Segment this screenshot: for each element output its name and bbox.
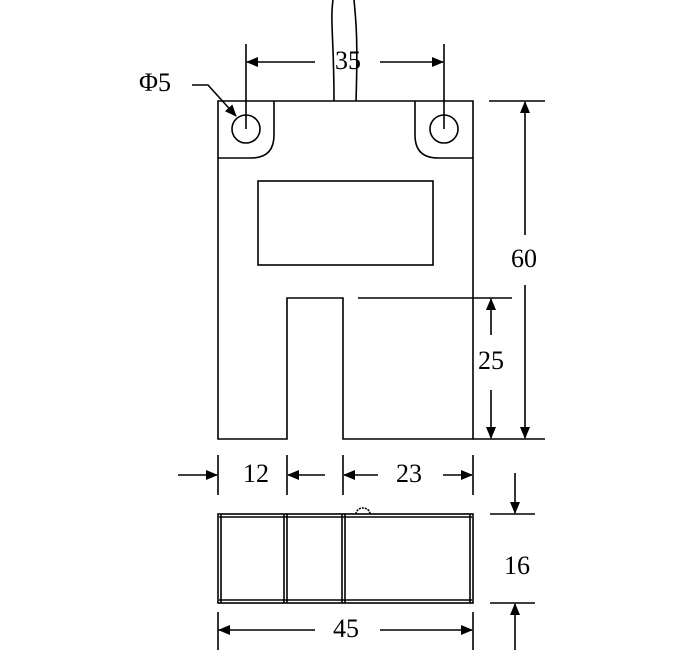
dim-35-label: 35	[335, 46, 361, 75]
dim-60-label: 60	[511, 244, 537, 273]
hole-diameter-label: Φ5	[139, 68, 171, 97]
side-view-body	[217, 507, 474, 604]
right-mounting-ear	[414, 101, 473, 159]
left-mounting-ear	[218, 101, 275, 159]
dim-45-label: 45	[333, 614, 359, 643]
dimension-thickness: 16	[490, 473, 535, 650]
cable-bump	[355, 507, 371, 515]
top-view-body	[217, 100, 474, 440]
hole-diameter-callout: Φ5	[139, 68, 237, 117]
dim-25-label: 25	[478, 346, 504, 375]
cable	[331, 0, 358, 102]
dim-16-label: 16	[504, 551, 530, 580]
label-window	[257, 180, 434, 266]
dim-23-label: 23	[396, 459, 422, 488]
dim-12-label: 12	[243, 459, 269, 488]
dimension-hole-spacing: 35	[245, 44, 445, 129]
dimension-total-width: 45	[217, 612, 474, 650]
dimension-widths: 12 23	[178, 455, 474, 495]
dimension-height: 60	[473, 100, 545, 440]
dimension-slot-depth: 25	[358, 297, 512, 439]
